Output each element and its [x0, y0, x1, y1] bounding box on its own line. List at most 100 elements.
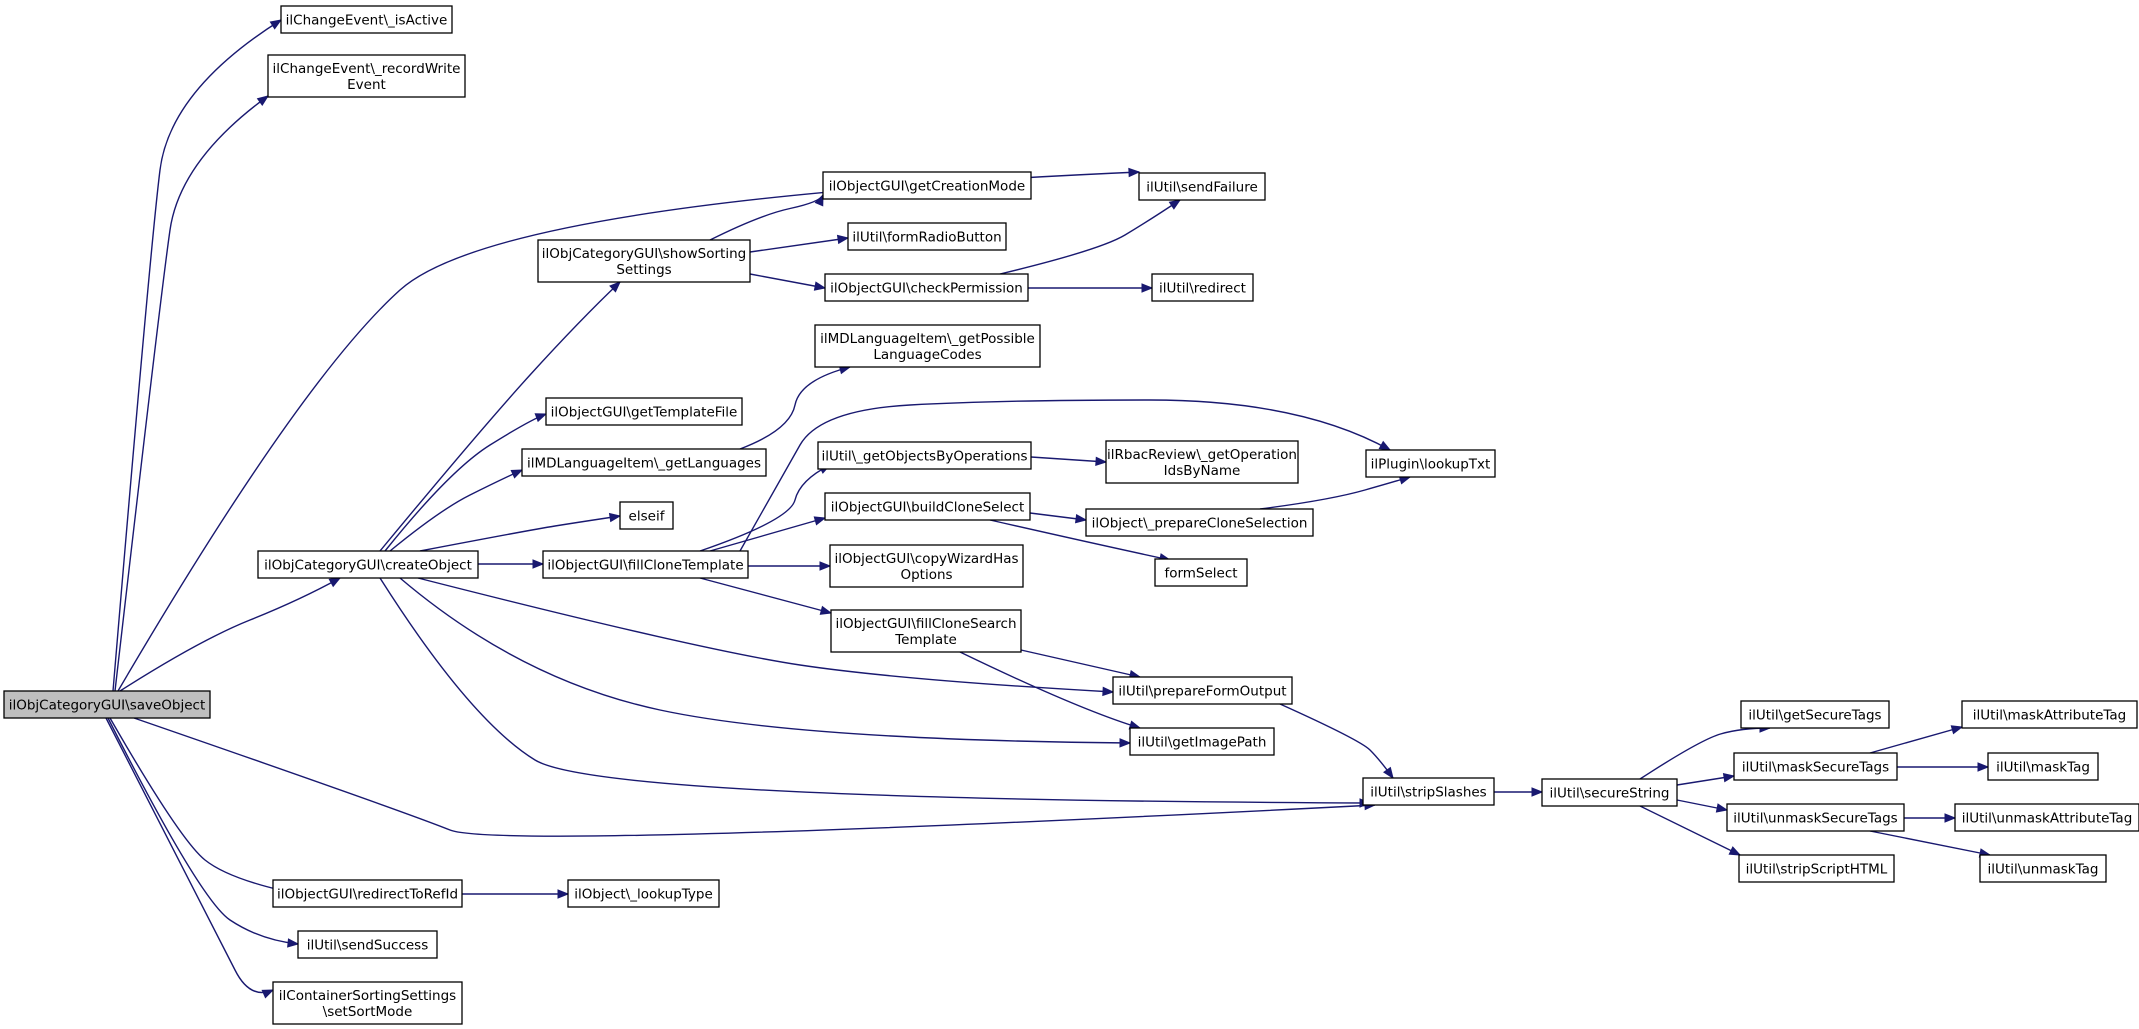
node-box[interactable]: [297, 930, 438, 959]
node-secureString[interactable]: ilUtil\secureString: [1541, 778, 1678, 807]
node-maskAttributeTag[interactable]: ilUtil\maskAttributeTag: [1961, 700, 2138, 729]
node-box[interactable]: [3, 690, 211, 719]
edge-line: [1259, 476, 1411, 510]
node-box[interactable]: [537, 239, 751, 283]
node-label: ilUtil\getSecureTags: [1748, 708, 1881, 724]
node-stripScriptHTML[interactable]: ilUtil\stripScriptHTML: [1738, 854, 1895, 883]
edge-arrow-head: [608, 512, 622, 523]
edge-saveObject-to-recordWrite: [114, 95, 270, 692]
node-box[interactable]: [817, 441, 1032, 470]
node-box[interactable]: [1129, 727, 1275, 756]
node-box[interactable]: [824, 273, 1029, 302]
node-isActive[interactable]: ilChangeEvent\_isActive: [280, 5, 453, 34]
node-maskTag[interactable]: ilUtil\maskTag: [1987, 752, 2099, 781]
node-prepareClone[interactable]: ilObject\_prepareCloneSelection: [1085, 508, 1314, 537]
node-box[interactable]: [521, 448, 767, 477]
node-saveObject[interactable]: ilObjCategoryGUI\saveObject: [3, 690, 211, 719]
edge-line: [379, 577, 1371, 804]
edge-arrow-head: [1095, 456, 1108, 467]
node-box[interactable]: [830, 609, 1022, 653]
node-getObjectsByOps[interactable]: ilUtil\_getObjectsByOperations: [817, 441, 1032, 470]
node-box[interactable]: [847, 222, 1007, 251]
node-box[interactable]: [1961, 700, 2138, 729]
node-unmaskTag[interactable]: ilUtil\unmaskTag: [1979, 854, 2107, 883]
edge-line: [1869, 830, 1991, 856]
node-label: ilObjectGUI\getTemplateFile: [551, 405, 738, 421]
node-formSelect[interactable]: formSelect: [1154, 558, 1248, 587]
node-label: ilUtil\sendFailure: [1146, 180, 1258, 196]
node-box[interactable]: [619, 501, 674, 530]
node-box[interactable]: [545, 397, 743, 426]
node-box[interactable]: [280, 5, 453, 34]
node-label: ilObjCategoryGUI\saveObject: [9, 698, 206, 714]
node-box[interactable]: [267, 54, 466, 98]
node-box[interactable]: [1112, 676, 1293, 705]
node-box[interactable]: [1738, 854, 1895, 883]
node-label: ilRbacReview\_getOperation: [1107, 447, 1297, 463]
node-redirect[interactable]: ilUtil\redirect: [1151, 273, 1254, 302]
edge-arrow-head: [819, 605, 833, 615]
node-createObject[interactable]: ilObjCategoryGUI\createObject: [257, 550, 479, 579]
node-possibleLang[interactable]: ilMDLanguageItem\_getPossibleLanguageCod…: [814, 324, 1041, 368]
node-getLanguages[interactable]: ilMDLanguageItem\_getLanguages: [521, 448, 767, 477]
node-box[interactable]: [1726, 803, 1905, 832]
edge-line: [379, 281, 621, 552]
node-box[interactable]: [1740, 700, 1890, 729]
node-unmaskAttributeTag[interactable]: ilUtil\unmaskAttributeTag: [1954, 803, 2139, 832]
node-box[interactable]: [1085, 508, 1314, 537]
node-box[interactable]: [1154, 558, 1248, 587]
node-box[interactable]: [1541, 778, 1678, 807]
node-prepareFormOutput[interactable]: ilUtil\prepareFormOutput: [1112, 676, 1293, 705]
node-box[interactable]: [272, 981, 463, 1025]
node-box[interactable]: [1362, 777, 1495, 806]
node-box[interactable]: [1979, 854, 2107, 883]
node-box[interactable]: [1138, 172, 1266, 201]
node-fillCloneTemplate[interactable]: ilObjectGUI\fillCloneTemplate: [542, 550, 749, 579]
node-box[interactable]: [542, 550, 749, 579]
node-maskSecureTags[interactable]: ilUtil\maskSecureTags: [1733, 752, 1898, 781]
node-box[interactable]: [257, 550, 479, 579]
node-box[interactable]: [567, 879, 720, 908]
node-box[interactable]: [814, 324, 1041, 368]
node-box[interactable]: [1105, 440, 1299, 484]
edge-arrow-head: [1944, 813, 1957, 823]
node-lookupTxt[interactable]: ilPlugin\lookupTxt: [1365, 449, 1496, 478]
node-elseif[interactable]: elseif: [619, 501, 674, 530]
node-unmaskSecureTags[interactable]: ilUtil\unmaskSecureTags: [1726, 803, 1905, 832]
node-getSecureTags[interactable]: ilUtil\getSecureTags: [1740, 700, 1890, 729]
node-label: ilUtil\formRadioButton: [852, 230, 1001, 246]
node-buildCloneSelect[interactable]: ilObjectGUI\buildCloneSelect: [824, 492, 1031, 521]
edge-line: [699, 464, 831, 552]
node-label: ilChangeEvent\_recordWrite: [273, 61, 461, 77]
node-box[interactable]: [1987, 752, 2099, 781]
edge-line: [133, 717, 1376, 837]
node-box[interactable]: [1151, 273, 1254, 302]
node-getImagePath[interactable]: ilUtil\getImagePath: [1129, 727, 1275, 756]
node-label: Settings: [616, 262, 671, 278]
edge-arrow-head: [328, 577, 342, 588]
node-setSortMode[interactable]: ilContainerSortingSettings\setSortMode: [272, 981, 463, 1025]
node-sendFailure[interactable]: ilUtil\sendFailure: [1138, 172, 1266, 201]
node-stripSlashes[interactable]: ilUtil\stripSlashes: [1362, 777, 1495, 806]
node-lookupType[interactable]: ilObject\_lookupType: [567, 879, 720, 908]
node-getTemplateFile[interactable]: ilObjectGUI\getTemplateFile: [545, 397, 743, 426]
node-redirectToRefId[interactable]: ilObjectGUI\redirectToRefId: [272, 879, 463, 908]
node-formRadio[interactable]: ilUtil\formRadioButton: [847, 222, 1007, 251]
node-getCreationMode[interactable]: ilObjectGUI\getCreationMode: [822, 171, 1032, 200]
node-box[interactable]: [829, 544, 1024, 588]
node-box[interactable]: [1365, 449, 1496, 478]
node-box[interactable]: [824, 492, 1031, 521]
node-box[interactable]: [1954, 803, 2139, 832]
node-box[interactable]: [822, 171, 1032, 200]
edge-arrow-head: [557, 889, 570, 899]
node-box[interactable]: [1733, 752, 1898, 781]
node-sendSuccess[interactable]: ilUtil\sendSuccess: [297, 930, 438, 959]
node-checkPermission[interactable]: ilObjectGUI\checkPermission: [824, 273, 1029, 302]
node-box[interactable]: [272, 879, 463, 908]
